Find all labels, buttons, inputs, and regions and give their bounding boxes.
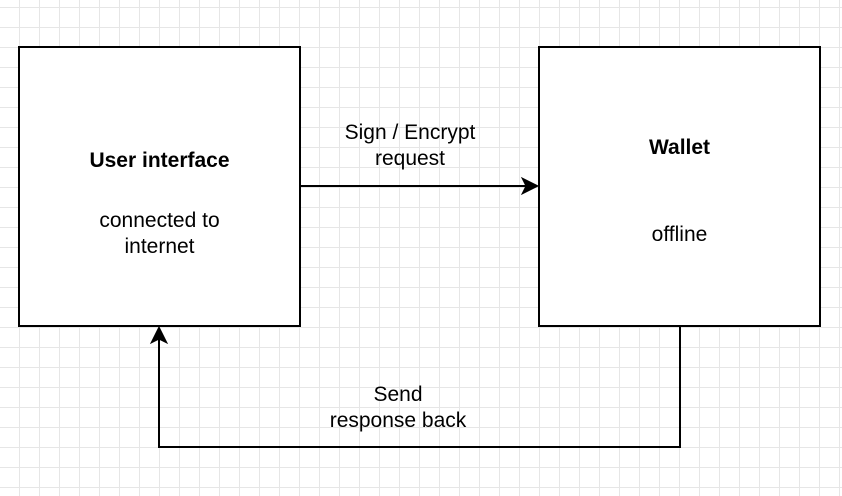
request-edge-label-line2: request	[374, 147, 446, 170]
response-edge-label-line2: response back	[329, 409, 467, 432]
request-arrow-head	[520, 176, 540, 196]
request-edge-label: Sign / Encrypt request	[298, 120, 522, 172]
user-interface-status: connected to internet	[18, 208, 301, 260]
user-interface-status-line1: connected to	[99, 209, 220, 232]
response-arrow-line	[158, 327, 681, 448]
user-interface-box[interactable]	[18, 46, 301, 327]
wallet-status: offline	[651, 223, 708, 246]
user-interface-status-line2: internet	[124, 235, 195, 258]
wallet-title: Wallet	[648, 136, 711, 159]
request-edge-label-line1: Sign / Encrypt	[344, 121, 476, 144]
wallet-box[interactable]	[538, 46, 821, 327]
response-arrow-head	[149, 325, 169, 345]
response-edge-label: Send response back	[290, 382, 506, 434]
user-interface-title: User interface	[89, 149, 230, 172]
response-edge-label-line1: Send	[373, 383, 423, 406]
